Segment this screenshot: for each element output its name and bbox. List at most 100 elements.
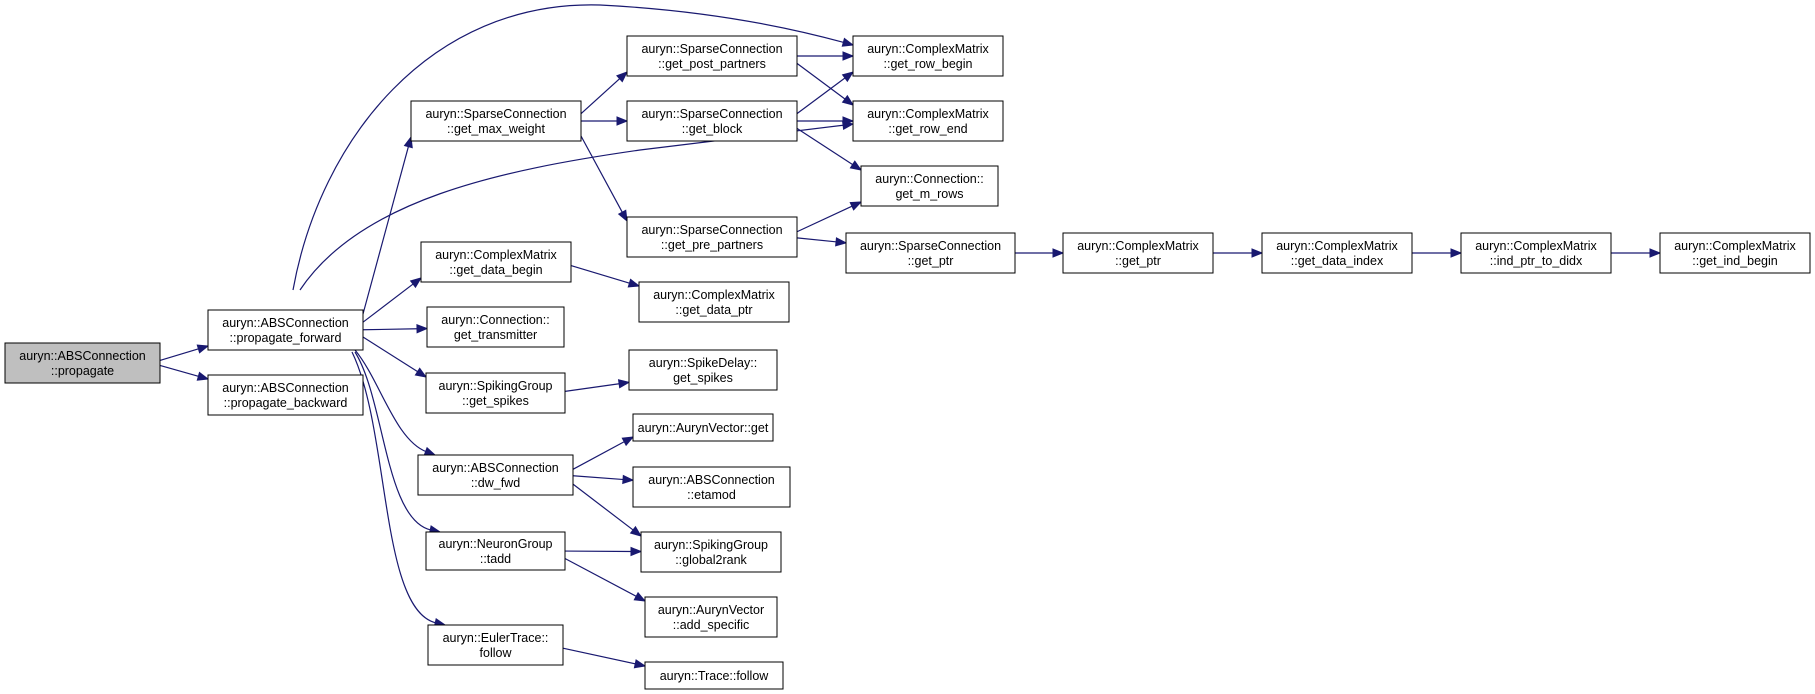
node-av-get[interactable]: auryn::AurynVector::get (632, 413, 774, 442)
node-etamod[interactable]: auryn::ABSConnection::etamod (632, 466, 791, 508)
node-label-line2: get_spikes (673, 371, 733, 385)
node-label-line1: auryn::Connection:: (875, 172, 983, 186)
node-label-line1: auryn::ABSConnection (222, 316, 349, 330)
node-propagate-backward[interactable]: auryn::ABSConnection::propagate_backward (207, 374, 364, 416)
node-box (410, 100, 582, 142)
node-tadd[interactable]: auryn::NeuronGroup::tadd (425, 531, 566, 571)
node-get-transmitter[interactable]: auryn::Connection::get_transmitter (426, 306, 565, 348)
node-cm-get-ptr[interactable]: auryn::ComplexMatrix::get_ptr (1062, 232, 1214, 274)
node-label-line2: ::dw_fwd (471, 476, 520, 490)
edge-line (354, 351, 432, 531)
edge-get_block-to-get_m_rows (796, 127, 863, 171)
edge-get_post_partners-to-get_row_end (796, 62, 855, 106)
node-propagate[interactable]: auryn::ABSConnection::propagate (4, 342, 161, 384)
edge-line (362, 336, 419, 373)
edge-line (572, 475, 625, 481)
node-box (628, 349, 778, 391)
node-get-ind-begin[interactable]: auryn::ComplexMatrix::get_ind_begin (1659, 232, 1811, 274)
node-label-line2: ::get_pre_partners (661, 238, 763, 252)
node-label-line1: auryn::AurynVector (658, 603, 764, 617)
node-label-line2: ::etamod (687, 488, 736, 502)
node-label-line1: auryn::ComplexMatrix (653, 288, 775, 302)
arrowhead-icon (633, 591, 647, 602)
edge-dw_fwd-to-av_get (572, 436, 635, 470)
arrowhead-icon (616, 71, 628, 83)
node-label-line1: auryn::ComplexMatrix (867, 42, 989, 56)
arrowhead-icon (849, 160, 863, 171)
arrowhead-icon (842, 116, 855, 126)
node-get-block[interactable]: auryn::SparseConnection::get_block (626, 100, 798, 142)
arrowhead-icon (622, 474, 635, 485)
node-box (638, 281, 790, 323)
node-sd-get-spikes[interactable]: auryn::SpikeDelay::get_spikes (628, 349, 778, 391)
node-get-m-rows[interactable]: auryn::Connection::get_m_rows (860, 165, 999, 207)
node-trace-follow[interactable]: auryn::Trace::follow (644, 661, 784, 690)
node-box (626, 35, 798, 77)
node-label-line1: auryn::ABSConnection (19, 349, 146, 363)
node-ind-ptr-to-didx[interactable]: auryn::ComplexMatrix::ind_ptr_to_didx (1460, 232, 1612, 274)
edge-get_data_begin-to-get_data_ptr (570, 265, 641, 288)
node-box (4, 342, 161, 384)
node-label-line2: get_transmitter (454, 328, 537, 342)
node-label-line2: get_m_rows (895, 187, 963, 201)
edge-line (580, 77, 621, 115)
node-get-pre-partners[interactable]: auryn::SparseConnection::get_pre_partner… (626, 216, 798, 258)
node-get-data-ptr[interactable]: auryn::ComplexMatrix::get_data_ptr (638, 281, 790, 323)
node-label-line2: ::get_data_index (1291, 254, 1384, 268)
node-get-max-weight[interactable]: auryn::SparseConnection::get_max_weight (410, 100, 582, 142)
node-box (644, 596, 778, 638)
arrowhead-icon (630, 546, 643, 557)
node-box (207, 374, 364, 416)
edge-line (159, 364, 200, 378)
node-sg-get-spikes[interactable]: auryn::SpikingGroup::get_spikes (425, 372, 566, 414)
node-label-line2: ::get_data_ptr (675, 303, 752, 317)
edge-cm_get_ptr-to-get_data_index (1213, 248, 1264, 258)
edge-sg_get_spikes-to-sd_get_spikes (564, 379, 631, 392)
node-box (852, 35, 1004, 77)
node-global2rank[interactable]: auryn::SpikingGroup::global2rank (640, 531, 782, 573)
node-get-post-partners[interactable]: auryn::SparseConnection::get_post_partne… (626, 35, 798, 77)
node-label-line2: ::get_block (682, 122, 743, 136)
node-label-line2: ::get_ind_begin (1692, 254, 1778, 268)
arrowhead-icon (617, 209, 628, 223)
node-get-data-index[interactable]: auryn::ComplexMatrix::get_data_index (1261, 232, 1413, 274)
edge-line (564, 557, 638, 598)
edge-line (562, 647, 637, 665)
edge-line (354, 349, 427, 453)
node-propagate-forward[interactable]: auryn::ABSConnection::propagate_forward (207, 309, 364, 351)
node-get-row-begin[interactable]: auryn::ComplexMatrix::get_row_begin (852, 35, 1004, 77)
edge-line (796, 76, 847, 115)
node-et-follow[interactable]: auryn::EulerTrace::follow (427, 624, 564, 666)
node-box (632, 466, 791, 508)
node-get-data-begin[interactable]: auryn::ComplexMatrix::get_data_begin (420, 241, 572, 283)
arrowhead-icon (1649, 248, 1662, 258)
node-label-line2: ::get_row_end (888, 122, 967, 136)
node-label-line2: ::get_post_partners (658, 57, 766, 71)
node-label-line2: ::get_max_weight (447, 122, 546, 136)
node-box (1261, 232, 1413, 274)
arrowhead-icon (416, 324, 429, 334)
edge-ind_ptr_to_didx-to-get_ind_begin (1611, 248, 1662, 258)
node-box (425, 531, 566, 571)
arrowhead-icon (617, 379, 631, 389)
edge-get_block-to-get_row_begin (796, 71, 855, 115)
edge-line (159, 348, 200, 362)
node-get-row-end[interactable]: auryn::ComplexMatrix::get_row_end (852, 100, 1004, 142)
node-label-line1: auryn::SpikingGroup (439, 379, 553, 393)
node-label-line2: ::propagate (51, 364, 114, 378)
edge-propagate_forward-to-dw_fwd (354, 349, 437, 456)
edge-line (292, 4, 845, 291)
node-label-line1: auryn::ComplexMatrix (1475, 239, 1597, 253)
node-add-specific[interactable]: auryn::AurynVector::add_specific (644, 596, 778, 638)
node-label-line1: auryn::ComplexMatrix (1077, 239, 1199, 253)
node-label-line2: ::tadd (480, 552, 511, 566)
arrowhead-icon (196, 371, 210, 381)
edge-line (796, 205, 854, 233)
node-sc-get-ptr[interactable]: auryn::SparseConnection::get_ptr (845, 232, 1016, 274)
node-box (1062, 232, 1214, 274)
node-dw-fwd[interactable]: auryn::ABSConnection::dw_fwd (417, 454, 574, 496)
node-label-line2: ::ind_ptr_to_didx (1490, 254, 1583, 268)
edge-propagate-to-propagate_forward (159, 344, 210, 362)
node-box (426, 306, 565, 348)
